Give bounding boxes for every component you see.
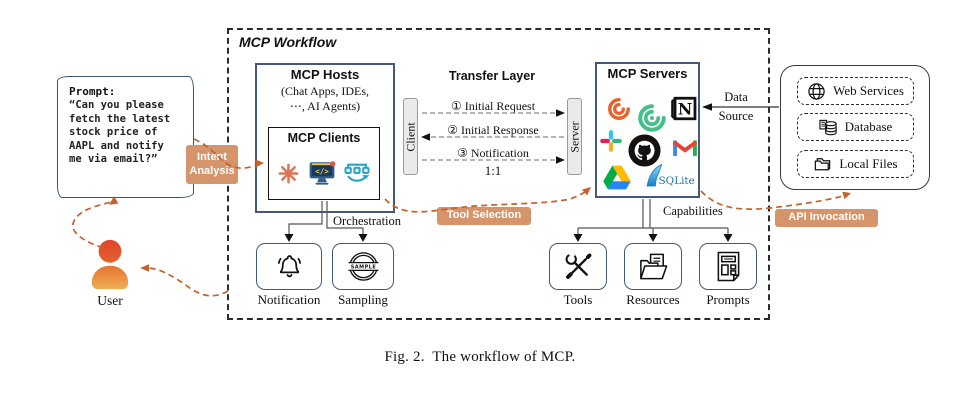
notification-box bbox=[256, 243, 322, 290]
api-invocation-badge: API Invocation bbox=[775, 209, 878, 227]
orchestration-label: Orchestration bbox=[333, 214, 402, 228]
prompt-line: “Can you please bbox=[69, 99, 164, 111]
prompt-note: Prompt: “Can you please fetch the latest… bbox=[57, 76, 194, 198]
folder-icon bbox=[815, 157, 831, 170]
google-drive-logo-icon bbox=[603, 165, 631, 190]
user-icon bbox=[92, 239, 128, 290]
server-endpoint-bar: Server bbox=[567, 98, 582, 175]
stamp-text: SAMPLE bbox=[350, 264, 376, 270]
prompt-title: Prompt: bbox=[69, 85, 116, 98]
github-logo-icon bbox=[628, 134, 661, 167]
intent-analysis-line1: Intent bbox=[197, 150, 227, 163]
figure-caption: Fig. 2. The workflow of MCP. bbox=[384, 349, 576, 365]
prompt-line: stock price of bbox=[69, 126, 158, 138]
client-endpoint-bar: Client bbox=[403, 98, 418, 175]
svg-text:</>: </> bbox=[315, 167, 329, 176]
sampling-box: SAMPLE bbox=[332, 243, 394, 290]
response-to-user-arrow bbox=[146, 267, 229, 297]
bell-icon bbox=[277, 255, 301, 278]
claude-logo-icon bbox=[278, 163, 299, 183]
green-swirl-logo-icon bbox=[638, 104, 666, 132]
prompt-line: me via email?” bbox=[69, 153, 158, 165]
automation-flow-icon bbox=[344, 163, 370, 182]
resources-label: Resources bbox=[626, 292, 680, 307]
database-label: Database bbox=[844, 119, 893, 134]
local-files-label: Local Files bbox=[839, 156, 898, 171]
data-source-label-line2: Source bbox=[718, 109, 754, 123]
local-files-item: Local Files bbox=[797, 150, 914, 178]
sampling-label: Sampling bbox=[338, 292, 388, 307]
workflow-title: MCP Workflow bbox=[239, 34, 337, 50]
prompt-line: fetch the latest bbox=[69, 112, 171, 125]
resources-box bbox=[624, 243, 682, 290]
transfer-layer-title: Transfer Layer bbox=[448, 69, 536, 83]
svg-text:N: N bbox=[678, 99, 692, 118]
code-editor-icon: </> bbox=[309, 161, 335, 185]
web-services-item: Web Services bbox=[797, 77, 914, 105]
tools-box bbox=[549, 243, 607, 290]
message-initial-request: ① Initial Request bbox=[450, 99, 536, 113]
resources-folder-icon bbox=[639, 253, 667, 279]
notion-logo-icon: N bbox=[671, 96, 697, 121]
servers-title: MCP Servers bbox=[607, 66, 688, 81]
notification-label: Notification bbox=[257, 292, 321, 307]
prompts-box bbox=[699, 243, 757, 290]
gmail-logo-icon bbox=[672, 140, 698, 157]
capabilities-label: Capabilities bbox=[663, 204, 723, 218]
database-icon bbox=[819, 119, 837, 135]
prompt-document-icon bbox=[717, 251, 739, 282]
sqlite-wordmark: SQLite bbox=[659, 175, 695, 187]
sqlite-logo-icon: SQLite bbox=[646, 163, 695, 187]
prompt-line: AAPL and notify bbox=[69, 139, 164, 152]
connection-ratio-label: 1:1 bbox=[484, 163, 502, 178]
tool-selection-badge: Tool Selection bbox=[437, 207, 531, 225]
hosts-subtitle: ⋯, AI Agents) bbox=[289, 99, 361, 113]
user-label: User bbox=[97, 293, 123, 308]
globe-icon bbox=[808, 82, 825, 100]
clients-title: MCP Clients bbox=[287, 131, 361, 145]
grafana-logo-icon bbox=[608, 98, 630, 120]
message-initial-response: ② Initial Response bbox=[447, 123, 539, 137]
client-logos-row: </> bbox=[270, 150, 378, 196]
prompts-label: Prompts bbox=[706, 292, 750, 307]
slack-logo-icon bbox=[600, 130, 622, 152]
intent-analysis-line2: Analysis bbox=[189, 164, 235, 177]
database-item: Database bbox=[797, 113, 914, 141]
message-notification: ③ Notification bbox=[457, 146, 529, 160]
crossed-tools-icon bbox=[565, 251, 591, 279]
web-services-label: Web Services bbox=[833, 83, 904, 98]
hosts-subtitle: (Chat Apps, IDEs, bbox=[281, 84, 369, 98]
intent-analysis-badge: Intent Analysis bbox=[186, 145, 238, 184]
hosts-title: MCP Hosts bbox=[290, 67, 360, 82]
data-source-label-line1: Data bbox=[724, 90, 748, 104]
sample-stamp-icon: SAMPLE bbox=[347, 252, 379, 281]
tools-label: Tools bbox=[563, 292, 593, 307]
